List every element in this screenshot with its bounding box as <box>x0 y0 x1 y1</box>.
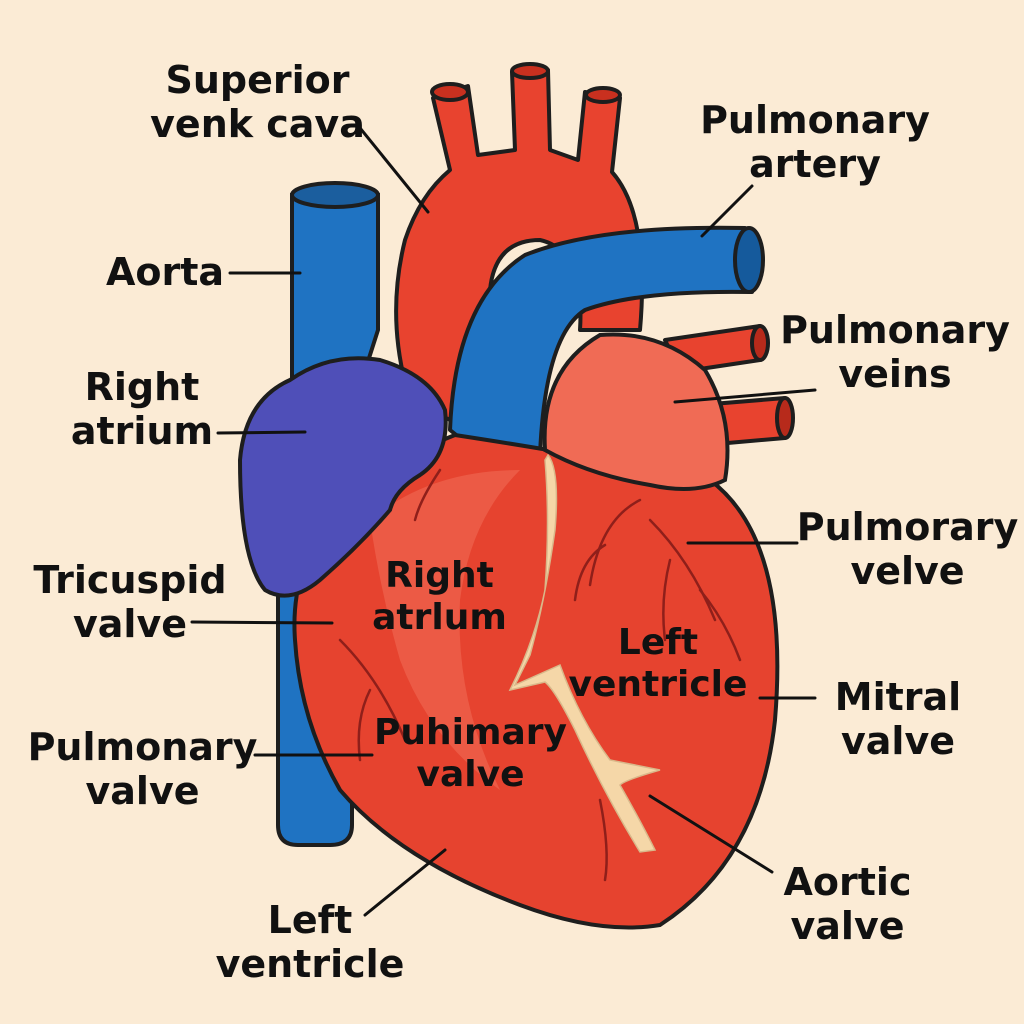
pulmonary-artery-vessel <box>448 225 765 472</box>
leader-left-ventricle <box>363 848 447 917</box>
label-right-atrium-inner: Right atrlum <box>372 555 507 638</box>
leader-pulmonary-artery <box>700 184 754 238</box>
label-pulmonary-veins: Pulmonary veins <box>780 308 1010 396</box>
left-atrium <box>542 332 730 491</box>
label-pulmonary-valve: Pulmonary valve <box>27 725 258 813</box>
label-mitral-valve: Mitral valve <box>834 675 962 763</box>
label-left-ventricle-bottom: Left ventricle <box>215 898 405 986</box>
label-pulmonary-artery: Pulmonary artery <box>700 98 930 186</box>
leader-aortic-valve <box>648 794 774 874</box>
label-left-ventricle-inner: Left ventricle <box>568 622 748 705</box>
label-puhimary-valve-inner: Puhimary valve <box>373 712 567 795</box>
label-right-atrium-outer: Right atrium <box>70 365 214 453</box>
label-tricuspid-valve: Tricuspid valve <box>33 558 227 646</box>
label-superior-vena-cava: Superior venk cava <box>150 58 365 146</box>
leader-right-atrium <box>216 430 307 435</box>
label-pulmorary-velve: Pulmorary velve <box>796 505 1019 593</box>
aortic-arch <box>394 62 645 422</box>
label-aorta: Aorta <box>105 250 225 294</box>
heart-highlight <box>370 470 520 790</box>
leader-pulmonary-veins <box>673 388 817 404</box>
surface-vessels <box>338 468 742 882</box>
right-atrium <box>237 356 448 598</box>
coronary-artery <box>508 453 661 853</box>
leader-tricuspid-valve <box>190 620 334 625</box>
leader-superior-vena-cava <box>358 126 430 214</box>
leader-lines <box>190 126 817 917</box>
label-aortic-valve: Aortic valve <box>783 860 912 948</box>
